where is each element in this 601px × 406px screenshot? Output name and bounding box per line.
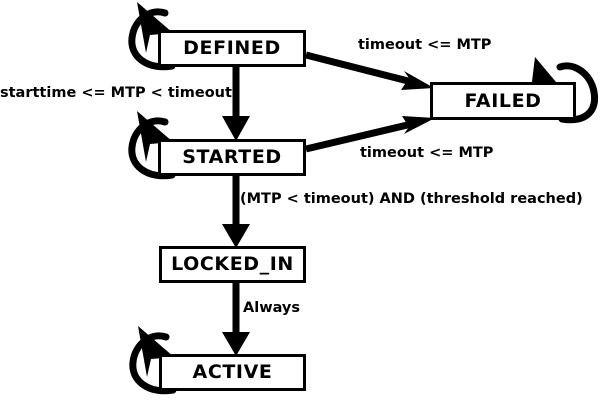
edge-label-locked-in-to-active: Always (243, 300, 301, 316)
state-node-defined[interactable]: DEFINED (158, 30, 306, 67)
edge-label-defined-to-failed: timeout <= MTP (358, 37, 492, 53)
state-label-started: STARTED (182, 146, 282, 168)
state-label-locked-in: LOCKED_IN (171, 253, 294, 275)
edge-defined-to-started (222, 66, 250, 141)
state-node-locked-in[interactable]: LOCKED_IN (159, 246, 306, 283)
state-node-started[interactable]: STARTED (158, 139, 306, 176)
state-node-failed[interactable]: FAILED (430, 82, 576, 120)
edge-label-started-to-locked-in: (MTP < timeout) AND (threshold reached) (240, 191, 583, 207)
self-loop-defined (128, 2, 176, 71)
edge-started-to-failed (305, 116, 435, 153)
state-label-defined: DEFINED (183, 37, 281, 59)
edge-started-to-locked-in (222, 176, 250, 248)
self-loop-started (128, 111, 176, 180)
edge-defined-to-failed (305, 51, 434, 90)
self-loop-failed (530, 57, 599, 124)
self-loop-active (129, 326, 177, 395)
state-node-active[interactable]: ACTIVE (159, 354, 306, 391)
edge-label-defined-to-started: starttime <= MTP < timeout (0, 85, 232, 101)
edge-label-started-to-failed: timeout <= MTP (360, 145, 494, 161)
state-label-active: ACTIVE (192, 361, 273, 383)
edge-locked-in-to-active (222, 283, 250, 356)
state-label-failed: FAILED (464, 89, 542, 112)
